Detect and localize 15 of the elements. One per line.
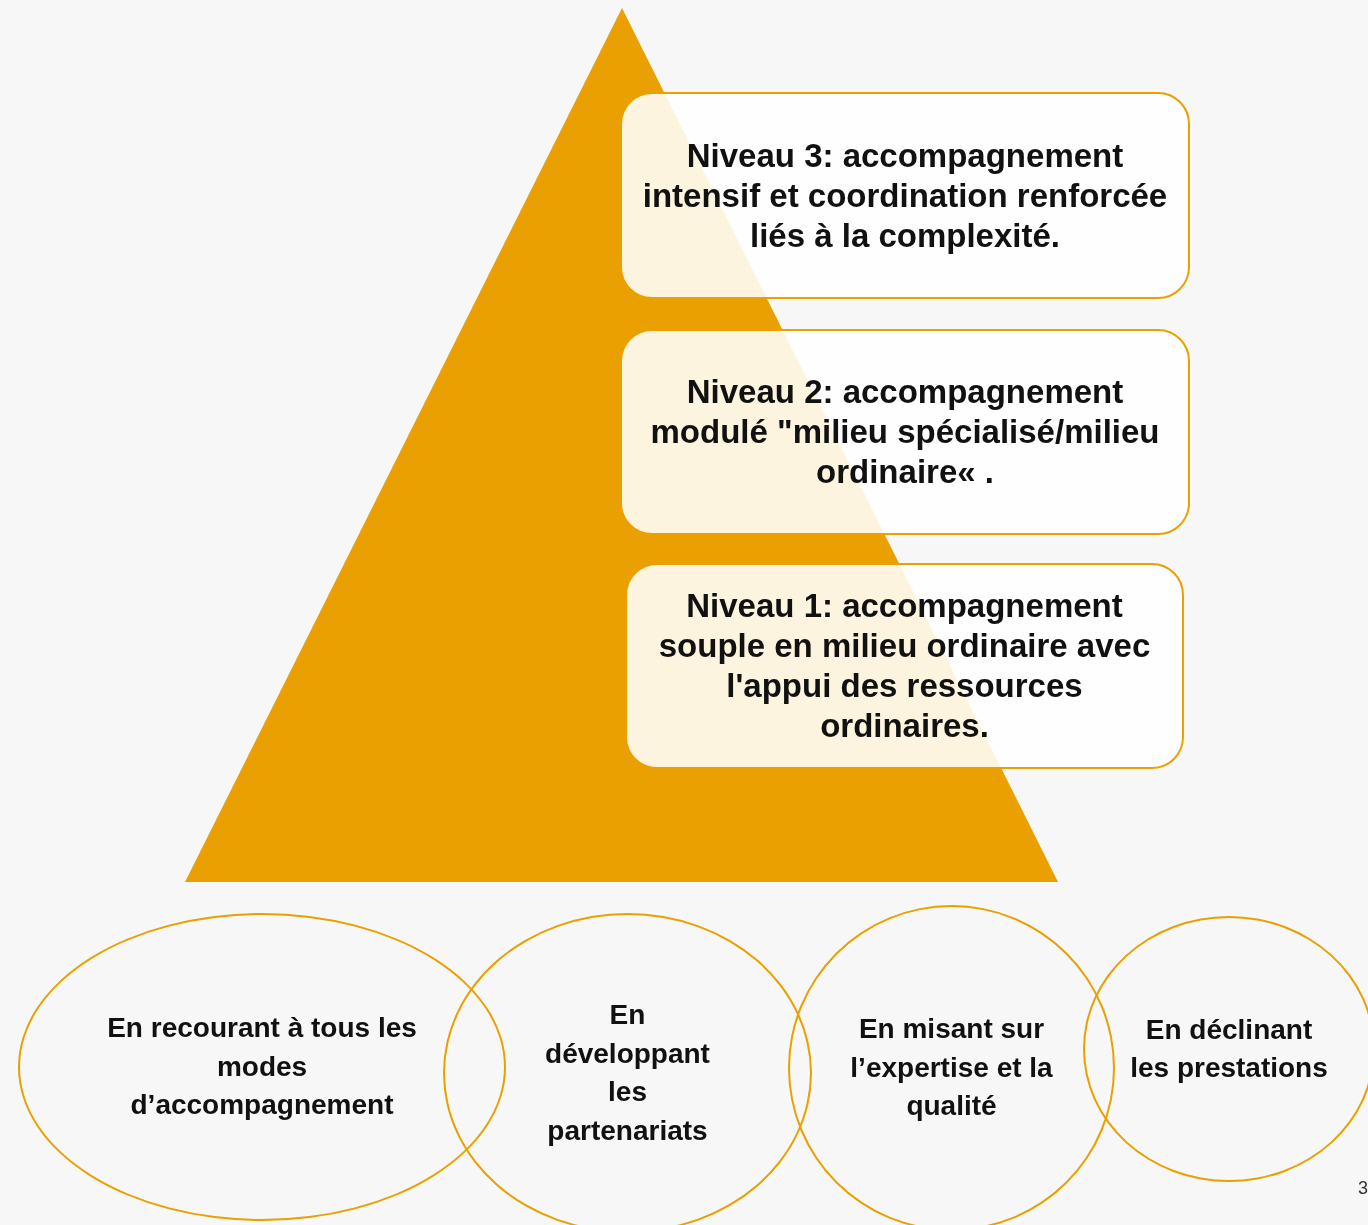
oval-text: En développant les partenariats bbox=[544, 998, 711, 1148]
page-number: 3 bbox=[1358, 1178, 1368, 1199]
oval-text: En déclinant les prestations bbox=[1129, 1012, 1329, 1085]
level-text: Niveau 2: accompagnement modulé "milieu spécialisé/milieu ordinaire« . bbox=[649, 372, 1161, 492]
level-text: Niveau 3: accompagnement intensif et coordination renforcée liés à la complexité. bbox=[641, 135, 1169, 256]
level-text: Niveau 1: accompagnement souple en milieu ordinaire avec l'appui des ressources ordinaires. bbox=[657, 586, 1152, 746]
oval-text: En recourant à tous les modes d’accompagnement bbox=[106, 1011, 418, 1123]
oval-shape bbox=[443, 913, 812, 1225]
level-box bbox=[620, 329, 1190, 535]
oval-text: En misant sur l’expertise et la qualité bbox=[849, 1012, 1054, 1124]
level-box bbox=[625, 563, 1184, 769]
level-box bbox=[620, 92, 1190, 299]
oval-shape bbox=[788, 905, 1115, 1225]
oval-shape bbox=[1083, 916, 1368, 1182]
oval-shape bbox=[18, 913, 506, 1221]
